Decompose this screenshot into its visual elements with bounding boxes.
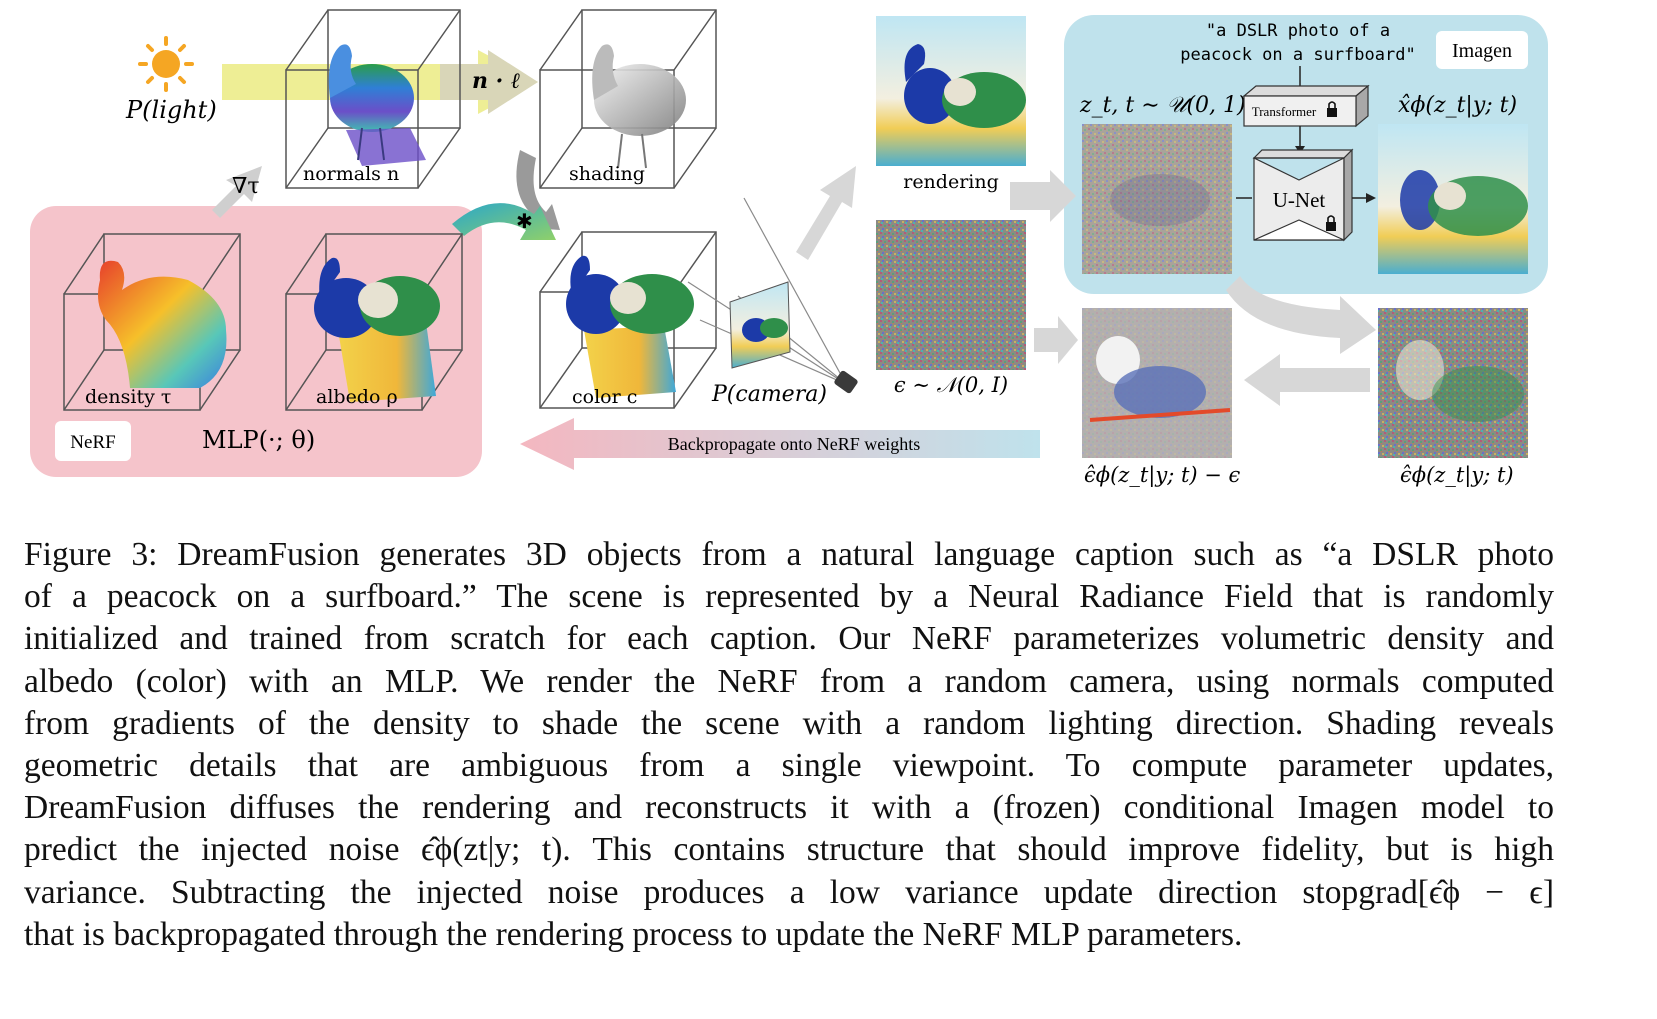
backprop-label: Backpropagate onto NeRF weights — [668, 434, 920, 454]
unet-box — [1252, 148, 1354, 242]
epshat-image — [1378, 308, 1528, 458]
shading-label: shading — [569, 163, 645, 185]
caption-line: variance. Subtracting the injected noise… — [24, 873, 1554, 911]
caption-line: DreamFusion diffuses the rendering and r… — [24, 789, 1554, 827]
transformer-label: Transformer — [1252, 104, 1317, 119]
color-label: color c — [572, 386, 637, 408]
sun-icon — [138, 36, 194, 92]
ndotl-label: n · ℓ — [472, 68, 520, 94]
density-label: density τ — [85, 386, 171, 408]
nerf-badge-box — [55, 421, 131, 461]
color-peacock — [566, 255, 694, 398]
rendering-image — [876, 16, 1026, 166]
caption-line: predict the injected noise ϵ̂ϕ(zt|y; t).… — [24, 831, 1554, 869]
noisy-image — [1082, 124, 1232, 274]
unet-to-xhat-head — [1366, 193, 1376, 203]
add-noise-arrow — [1010, 170, 1076, 222]
backprop-arrow — [520, 418, 1040, 470]
gradient-arrow — [212, 166, 262, 218]
camera-label: P(camera) — [711, 382, 827, 407]
ndotl-arrow — [440, 50, 538, 114]
dreamfusion-figure: NeRF MLP(·; θ) Imagen P(light) n · ℓ ∇τ … — [30, 9, 1548, 488]
epshat-label: ϵ̂ϕ(z_t|y; t) — [1400, 463, 1514, 488]
xhat-to-epshat-arrow — [1226, 276, 1376, 354]
transformer-box — [1242, 84, 1370, 128]
caption-line: albedo (color) with an MLP. We render th… — [24, 662, 1554, 700]
normals-peacock — [328, 44, 426, 166]
light-label: P(light) — [125, 96, 217, 124]
noise-label: ϵ ∼ 𝒩(0, I) — [894, 373, 1008, 397]
unet-lock-icon — [1326, 215, 1336, 231]
caption-line: from gradients of the density to shade t… — [24, 704, 1554, 742]
imagen-badge: Imagen — [1452, 40, 1512, 62]
normals-label: normals n — [303, 163, 399, 185]
unet-label: U-Net — [1273, 188, 1326, 212]
figure-caption: Figure 3: DreamFusion generates 3D objec… — [24, 534, 1554, 956]
nerf-badge: NeRF — [70, 432, 115, 453]
residual-label: ϵ̂ϕ(z_t|y; t) − ϵ — [1084, 463, 1241, 488]
prompt-line1: "a DSLR photo of a — [1206, 21, 1390, 41]
noise-image — [876, 220, 1026, 370]
noise-to-residual-arrow — [1034, 316, 1078, 364]
transformer-lock-icon — [1327, 101, 1337, 117]
shading-to-color-arrow — [516, 150, 560, 230]
mlp-label: MLP(·; θ) — [202, 426, 315, 454]
imagen-badge-box — [1436, 31, 1528, 69]
xhat-label: x̂ϕ(z_t|y; t) — [1398, 93, 1517, 118]
caption-line: Figure 3: DreamFusion generates 3D objec… — [24, 536, 1554, 573]
residual-image — [1082, 308, 1232, 458]
color-cube — [539, 231, 717, 409]
albedo-label: albedo ρ — [316, 386, 398, 408]
caption-line: geometric details that are ambiguous fro… — [24, 747, 1554, 785]
camera-image-plane — [729, 281, 791, 369]
rendering-label: rendering — [903, 171, 999, 193]
caption-line: initialized and trained from scratch for… — [24, 620, 1554, 658]
zt-label: z_t, t ∼ 𝒰(0, 1) — [1079, 93, 1246, 118]
normals-cube — [285, 9, 461, 189]
xhat-image — [1378, 124, 1528, 274]
albedo-peacock — [314, 257, 440, 402]
shading-peacock — [592, 44, 686, 169]
albedo-to-color-arrow — [452, 203, 556, 240]
epshat-to-residual-arrow — [1244, 354, 1370, 406]
multiply-mark: ✱ — [516, 209, 533, 233]
density-blob — [98, 260, 227, 388]
prompt-line2: peacock on a surfboard" — [1180, 45, 1415, 65]
grad-label: ∇τ — [232, 174, 260, 199]
caption-line: of a peacock on a surfboard.” The scene … — [24, 578, 1554, 616]
render-arrow — [796, 166, 856, 260]
camera-icon — [834, 370, 858, 394]
caption-line: that is backpropagated through the rende… — [24, 915, 1243, 953]
